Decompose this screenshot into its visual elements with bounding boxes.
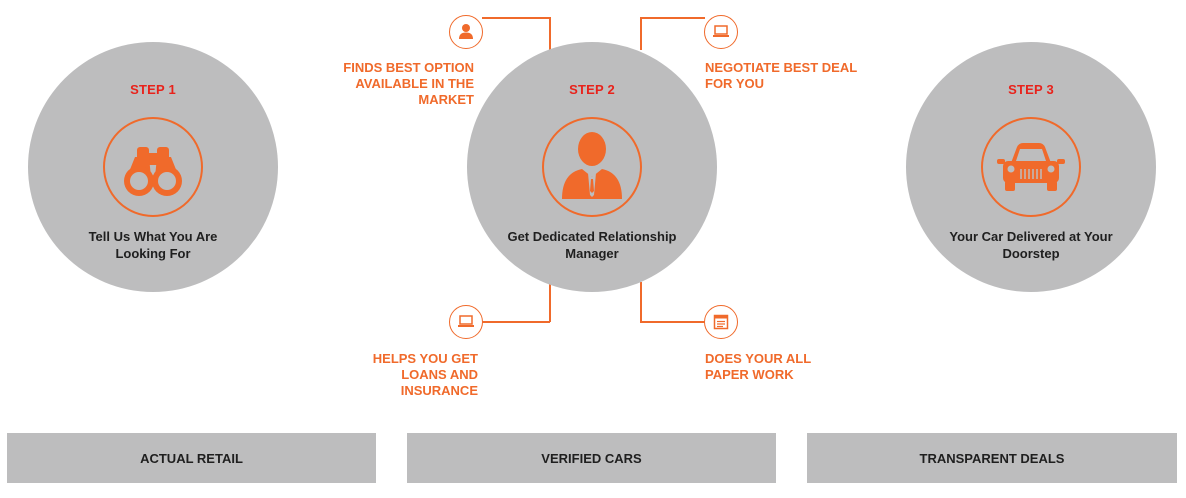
laptop-icon <box>704 15 738 49</box>
step-text: Get Dedicated Relationship Manager <box>507 229 677 261</box>
connector-line <box>640 17 705 19</box>
connector-line <box>549 282 551 322</box>
step-label: STEP 3 <box>1008 82 1054 97</box>
bar-label: VERIFIED CARS <box>541 450 642 466</box>
feature-text: FINDS BEST OPTION AVAILABLE IN THE MARKE… <box>343 60 474 107</box>
connector-line <box>640 282 642 322</box>
connector-line <box>549 17 551 50</box>
laptop-icon <box>449 305 483 339</box>
step-2-circle: STEP 2 Get Dedicated Relationship Manage… <box>467 42 717 292</box>
bar-verified-cars: VERIFIED CARS <box>407 433 776 483</box>
manager-icon <box>542 117 642 217</box>
connector-line <box>640 321 705 323</box>
bar-actual-retail: ACTUAL RETAIL <box>7 433 376 483</box>
bar-transparent-deals: TRANSPARENT DEALS <box>807 433 1177 483</box>
feature-text: HELPS YOU GET LOANS AND INSURANCE <box>372 351 478 398</box>
connector-line <box>640 17 642 50</box>
connector-line <box>482 321 550 323</box>
feature-text: DOES YOUR ALL PAPER WORK <box>705 351 812 382</box>
car-icon <box>981 117 1081 217</box>
step-1-circle: STEP 1 Tell Us What You Are Looking For <box>28 42 278 292</box>
bar-label: TRANSPARENT DEALS <box>919 450 1065 466</box>
step-label: STEP 2 <box>569 82 615 97</box>
document-icon <box>704 305 738 339</box>
binoculars-icon <box>103 117 203 217</box>
connector-line <box>482 17 550 19</box>
person-icon <box>449 15 483 49</box>
step-text: Your Car Delivered at Your Doorstep <box>949 229 1113 261</box>
feature-text: NEGOTIATE BEST DEAL FOR YOU <box>705 60 858 91</box>
bar-label: ACTUAL RETAIL <box>140 450 243 466</box>
step-3-circle: STEP 3 Your Car Delivered <box>906 42 1156 292</box>
step-label: STEP 1 <box>130 82 176 97</box>
step-text: Tell Us What You Are Looking For <box>88 229 218 261</box>
